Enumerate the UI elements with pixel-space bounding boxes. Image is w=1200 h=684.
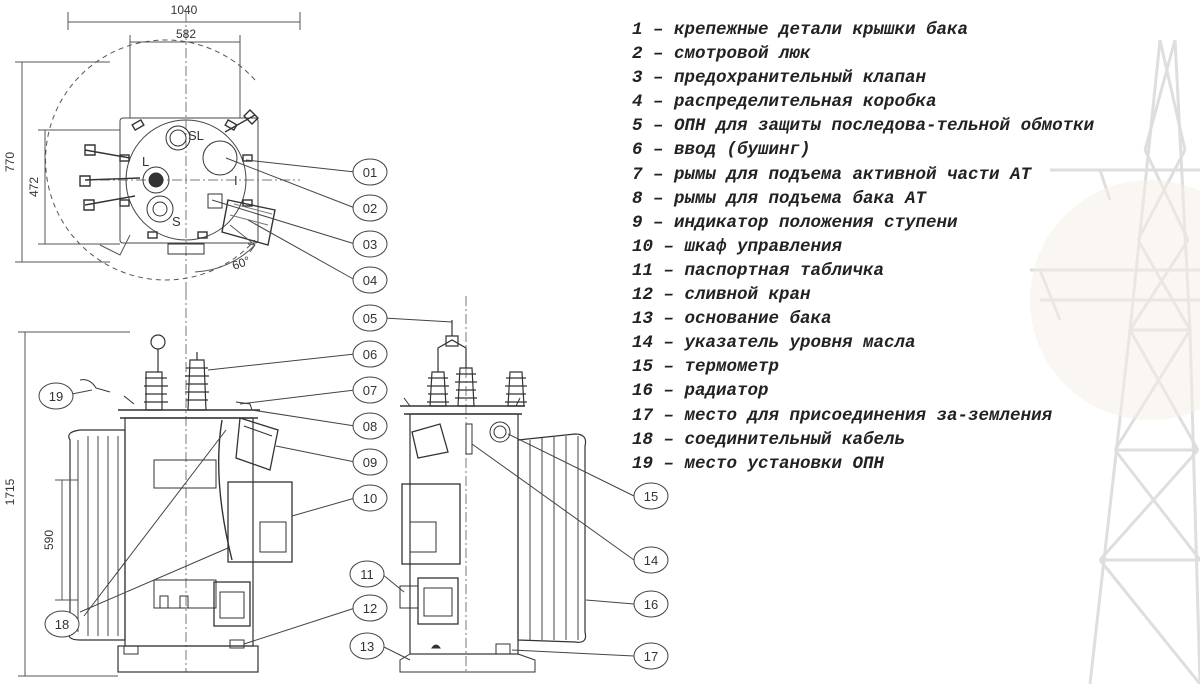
legend-item: 16 – радиатор	[632, 381, 769, 402]
svg-text:04: 04	[363, 273, 377, 288]
legend-list: 1 – крепежные детали крышки бака 2 – смо…	[632, 18, 1192, 476]
callout-09: 09	[352, 448, 388, 476]
callout-03: 03	[352, 230, 388, 258]
callout-08: 08	[352, 412, 388, 440]
dim-inner-height-top: 472	[27, 177, 41, 197]
callout-17: 17	[633, 642, 669, 670]
svg-text:19: 19	[49, 389, 63, 404]
legend-item: 14 – указатель уровня масла	[632, 333, 916, 354]
callout-16: 16	[633, 590, 669, 618]
dim-angle: 60°	[230, 253, 252, 272]
callout-14: 14	[633, 546, 669, 574]
legend-item: 4 – распределительная коробка	[632, 92, 937, 113]
bushing-mark-l: L	[142, 154, 149, 169]
callout-04: 04	[352, 266, 388, 294]
dim-width-top: 1040	[171, 3, 198, 17]
background-glow	[1030, 180, 1200, 420]
svg-text:15: 15	[644, 489, 658, 504]
dim-height-top: 770	[3, 152, 17, 172]
legend-item: 13 – основание бака	[632, 309, 832, 330]
legend-item: 11 – паспортная табличка	[632, 260, 885, 281]
svg-text:01: 01	[363, 165, 377, 180]
callouts: 01 02 03 04 05 06 07 08 09 10 11 12 13 1…	[38, 158, 669, 670]
legend-item: 17 – место для присоединения за-земления	[632, 405, 1053, 426]
legend-item: 10 – шкаф управления	[632, 236, 843, 257]
legend-item: 3 – предохранительный клапан	[632, 68, 927, 89]
svg-text:18: 18	[55, 617, 69, 632]
side-view	[399, 296, 587, 673]
svg-text:07: 07	[363, 383, 377, 398]
callout-05: 05	[352, 304, 388, 332]
svg-text:10: 10	[363, 491, 377, 506]
svg-text:16: 16	[644, 597, 658, 612]
callout-12: 12	[352, 594, 388, 622]
callout-06: 06	[352, 340, 388, 368]
legend-item: 7 – рымы для подъема активной части АТ	[632, 164, 1032, 185]
svg-text:12: 12	[363, 601, 377, 616]
dim-inner-height-front: 590	[42, 530, 56, 550]
legend-item: 5 – ОПН для защиты последова-тельной обм…	[632, 116, 1095, 137]
svg-text:13: 13	[360, 639, 374, 654]
dim-inner-top: 582	[176, 27, 196, 41]
dim-height-front: 1715	[3, 478, 17, 505]
callout-15: 15	[633, 482, 669, 510]
callout-10: 10	[352, 484, 388, 512]
top-view	[45, 12, 300, 290]
legend-item: 12 – сливной кран	[632, 285, 811, 306]
front-view	[68, 290, 293, 673]
legend-item: 8 – рымы для подъема бака АТ	[632, 188, 927, 209]
legend-item: 9 – индикатор положения ступени	[632, 212, 958, 233]
svg-text:11: 11	[360, 567, 374, 582]
legend-item: 2 – смотровой люк	[632, 44, 811, 65]
legend-item: 18 – соединительный кабель	[632, 429, 906, 450]
legend-item: 6 – ввод (бушинг)	[632, 140, 811, 161]
svg-text:14: 14	[644, 553, 658, 568]
svg-text:05: 05	[363, 311, 377, 326]
legend-item: 19 – место установки ОПН	[632, 453, 885, 474]
svg-text:17: 17	[644, 649, 658, 664]
bushing-mark-s: S	[172, 214, 181, 229]
legend-item: 15 – термометр	[632, 357, 780, 378]
callout-01: 01	[352, 158, 388, 186]
bushing-mark-i: I	[234, 173, 238, 188]
svg-text:03: 03	[363, 237, 377, 252]
top-dimensions	[15, 12, 301, 263]
callout-13: 13	[349, 632, 385, 660]
legend-item: 1 – крепежные детали крышки бака	[632, 20, 969, 40]
callout-11: 11	[349, 560, 385, 588]
svg-text:06: 06	[363, 347, 377, 362]
svg-text:08: 08	[363, 419, 377, 434]
callout-19: 19	[38, 382, 74, 410]
svg-text:09: 09	[363, 455, 377, 470]
callout-18: 18	[44, 610, 80, 638]
callout-02: 02	[352, 194, 388, 222]
callout-07: 07	[352, 376, 388, 404]
svg-text:02: 02	[363, 201, 377, 216]
bushing-mark-sl: SL	[188, 128, 204, 143]
